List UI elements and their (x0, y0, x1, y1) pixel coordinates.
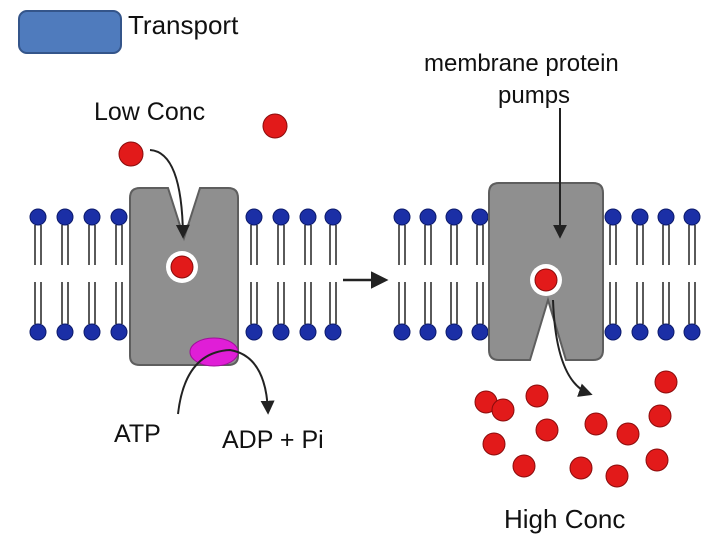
pumps-label: pumps (498, 82, 571, 109)
solute-molecule (645, 448, 669, 472)
adp-pi-label: ADP + Pi (222, 426, 324, 454)
phospholipid (445, 208, 463, 341)
atp-hydrolysis-arrow (177, 348, 275, 415)
solute-molecule (482, 432, 506, 456)
solute-molecule (584, 412, 608, 436)
bound-molecule (530, 264, 562, 296)
solute-molecule (569, 456, 593, 480)
solute-molecule (118, 141, 144, 167)
solute-molecule (512, 454, 536, 478)
release-arrow (552, 299, 593, 397)
title-badge (18, 10, 122, 54)
solute-molecule (491, 398, 515, 422)
solute-molecule (616, 422, 640, 446)
solute-molecule (648, 404, 672, 428)
solute-molecule (535, 418, 559, 442)
atp-label: ATP (114, 420, 161, 448)
phospholipid (29, 208, 47, 341)
phospholipid (631, 208, 649, 341)
phospholipid (83, 208, 101, 341)
low-conc-label: Low Conc (94, 98, 206, 126)
solute-molecule (262, 113, 288, 139)
phospholipid (245, 208, 263, 341)
molecule-layer (118, 113, 678, 488)
solute-molecule (605, 464, 629, 488)
bound-molecule (166, 251, 198, 283)
phospholipid (110, 208, 128, 341)
phospholipid (56, 208, 74, 341)
phospholipid (393, 208, 411, 341)
phospholipid (657, 208, 675, 341)
phospholipid-bilayer (29, 208, 701, 341)
phospholipid (299, 208, 317, 341)
diagram-title: Transport (128, 10, 239, 40)
phospholipid (272, 208, 290, 341)
membrane-protein-label: membrane protein (424, 50, 619, 77)
phospholipid (683, 208, 701, 341)
arrow-layer (149, 108, 593, 415)
phospholipid (419, 208, 437, 341)
low-conc-entry-arrow (149, 149, 190, 239)
phospholipid (324, 208, 342, 341)
solute-molecule (654, 370, 678, 394)
solute-molecule (525, 384, 549, 408)
phospholipid (471, 208, 489, 341)
high-conc-label: High Conc (504, 504, 626, 534)
phospholipid (604, 208, 622, 341)
